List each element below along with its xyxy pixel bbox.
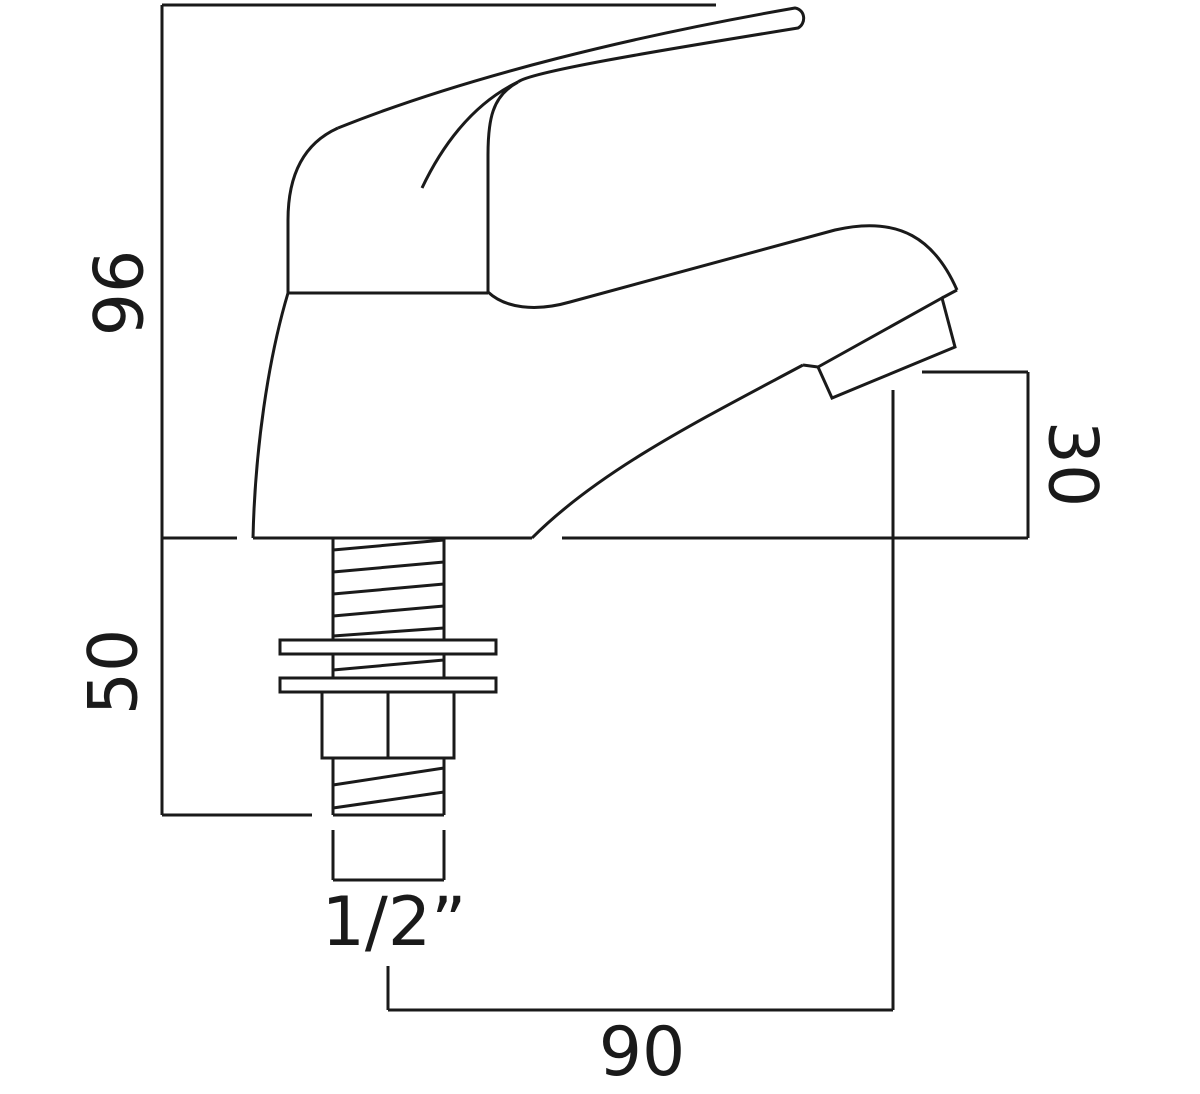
body-left-side <box>251 292 290 539</box>
threaded-tail <box>278 538 498 817</box>
dim-height-96: 96 <box>81 3 716 538</box>
spout-nose <box>941 288 958 300</box>
spout-top <box>486 224 959 309</box>
lever-inner-curve <box>420 80 519 189</box>
dim-label-50: 50 <box>75 629 154 716</box>
dim-tail-50: 50 <box>75 538 312 817</box>
dim-reach-90: 90 <box>386 390 895 1092</box>
lever-head-left <box>286 126 339 293</box>
washer-upper <box>278 638 498 656</box>
outlet-join <box>802 363 819 369</box>
dim-spout-30: 30 <box>922 370 1111 538</box>
outlet-block <box>816 295 957 400</box>
dim-label-96: 96 <box>81 250 160 337</box>
spout-underside <box>530 363 804 540</box>
washer-lower <box>278 676 498 694</box>
dim-thread-size: 1/2” <box>322 830 467 962</box>
lever-top-edge <box>337 6 806 130</box>
dim-label-thread: 1/2” <box>322 883 467 962</box>
lever-front-face <box>486 80 519 292</box>
dim-label-90: 90 <box>599 1013 686 1092</box>
tap-outline <box>251 6 959 540</box>
dim-label-30: 30 <box>1032 421 1111 508</box>
